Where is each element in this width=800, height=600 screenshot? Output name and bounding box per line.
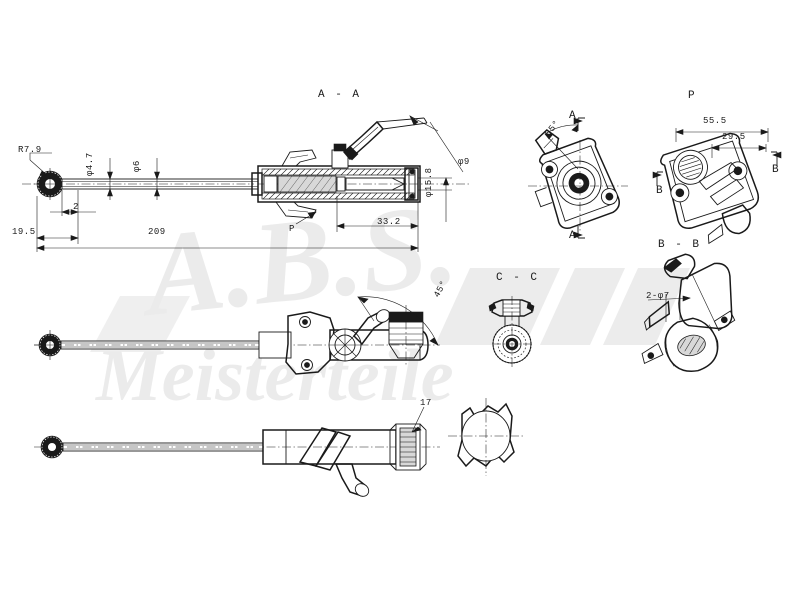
section-bb-body — [641, 253, 736, 372]
dim-label-2-phi7: 2-φ7 — [646, 291, 670, 301]
dim-r7-9-leader — [29, 152, 52, 177]
cylinder-body-section — [251, 165, 421, 203]
spline-end-section — [389, 423, 427, 471]
p-marker-arrow-top — [295, 211, 317, 225]
section-arrow-a-bottom — [573, 226, 585, 239]
dim-29-5 — [711, 144, 767, 158]
dim-label-55-5: 55.5 — [703, 116, 727, 126]
section-aa-group — [528, 117, 628, 239]
section-arrow-b-right — [771, 151, 782, 166]
dim-label-209: 209 — [148, 227, 166, 237]
dim-209 — [36, 232, 419, 252]
dim-55-degree — [544, 124, 579, 170]
section-marker-a-bottom: A — [569, 230, 578, 242]
callout-17-leader — [411, 406, 425, 433]
dim-label-45-degree: 45° — [432, 278, 450, 300]
watermark-logo-bars — [90, 268, 690, 352]
section-marker-b-right: B — [772, 164, 781, 176]
view-p-group — [652, 128, 782, 245]
callout-label-17: 17 — [420, 398, 432, 408]
dim-phi9-leader — [409, 115, 464, 173]
dim-phi4-7 — [107, 158, 113, 200]
bottom-rod-eye — [40, 435, 64, 459]
bottom-assembly-group — [34, 398, 524, 497]
dim-phi6 — [154, 158, 160, 200]
dim-label-phi4-7: φ4.7 — [85, 152, 95, 176]
view-p-body — [660, 132, 760, 245]
top-assembly-group — [22, 115, 470, 252]
middle-assembly-group — [34, 296, 440, 375]
dim-55-5 — [675, 128, 769, 142]
dim-label-2: 2 — [73, 202, 79, 212]
dim-label-r7-9: R7.9 — [18, 145, 42, 155]
section-bb-group — [641, 253, 736, 372]
middle-rod-eye — [34, 330, 66, 360]
section-aa-body — [534, 128, 620, 229]
mounting-ear-upper — [281, 149, 317, 167]
view-title-p: P — [688, 90, 697, 102]
section-marker-b-left: B — [656, 185, 665, 197]
section-cc-group — [488, 296, 535, 368]
flow-marker-p-top: P — [289, 224, 295, 234]
dim-label-phi6: φ6 — [132, 160, 142, 172]
section-title-bb: B - B — [658, 239, 702, 251]
dim-33-2 — [336, 196, 419, 232]
middle-reservoir-port — [388, 305, 424, 365]
dim-label-55-degree: 55° — [543, 118, 562, 139]
dim-2 — [50, 190, 96, 216]
section-title-aa: A - A — [318, 89, 362, 101]
dim-label-phi15-8: φ15.8 — [424, 167, 434, 197]
dim-19-5 — [36, 196, 79, 244]
dim-label-29-5: 29.5 — [722, 132, 746, 142]
dim-2-phi7 — [647, 292, 691, 322]
inlet-port-fitting — [331, 143, 353, 169]
mounting-ear-lower — [275, 201, 317, 219]
dim-label-33-2: 33.2 — [377, 217, 401, 227]
section-title-cc: C - C — [496, 272, 540, 284]
section-arrow-a-top — [573, 117, 585, 131]
section-marker-a-top: A — [569, 110, 578, 122]
dim-label-phi9: φ9 — [458, 157, 470, 167]
spline-flange-detail — [448, 398, 524, 476]
dim-phi15-8 — [418, 177, 452, 222]
section-arrow-b-left — [652, 171, 663, 186]
feed-tube-angled — [342, 117, 428, 161]
dim-45-degree — [357, 296, 439, 346]
dim-label-19-5: 19.5 — [12, 227, 36, 237]
